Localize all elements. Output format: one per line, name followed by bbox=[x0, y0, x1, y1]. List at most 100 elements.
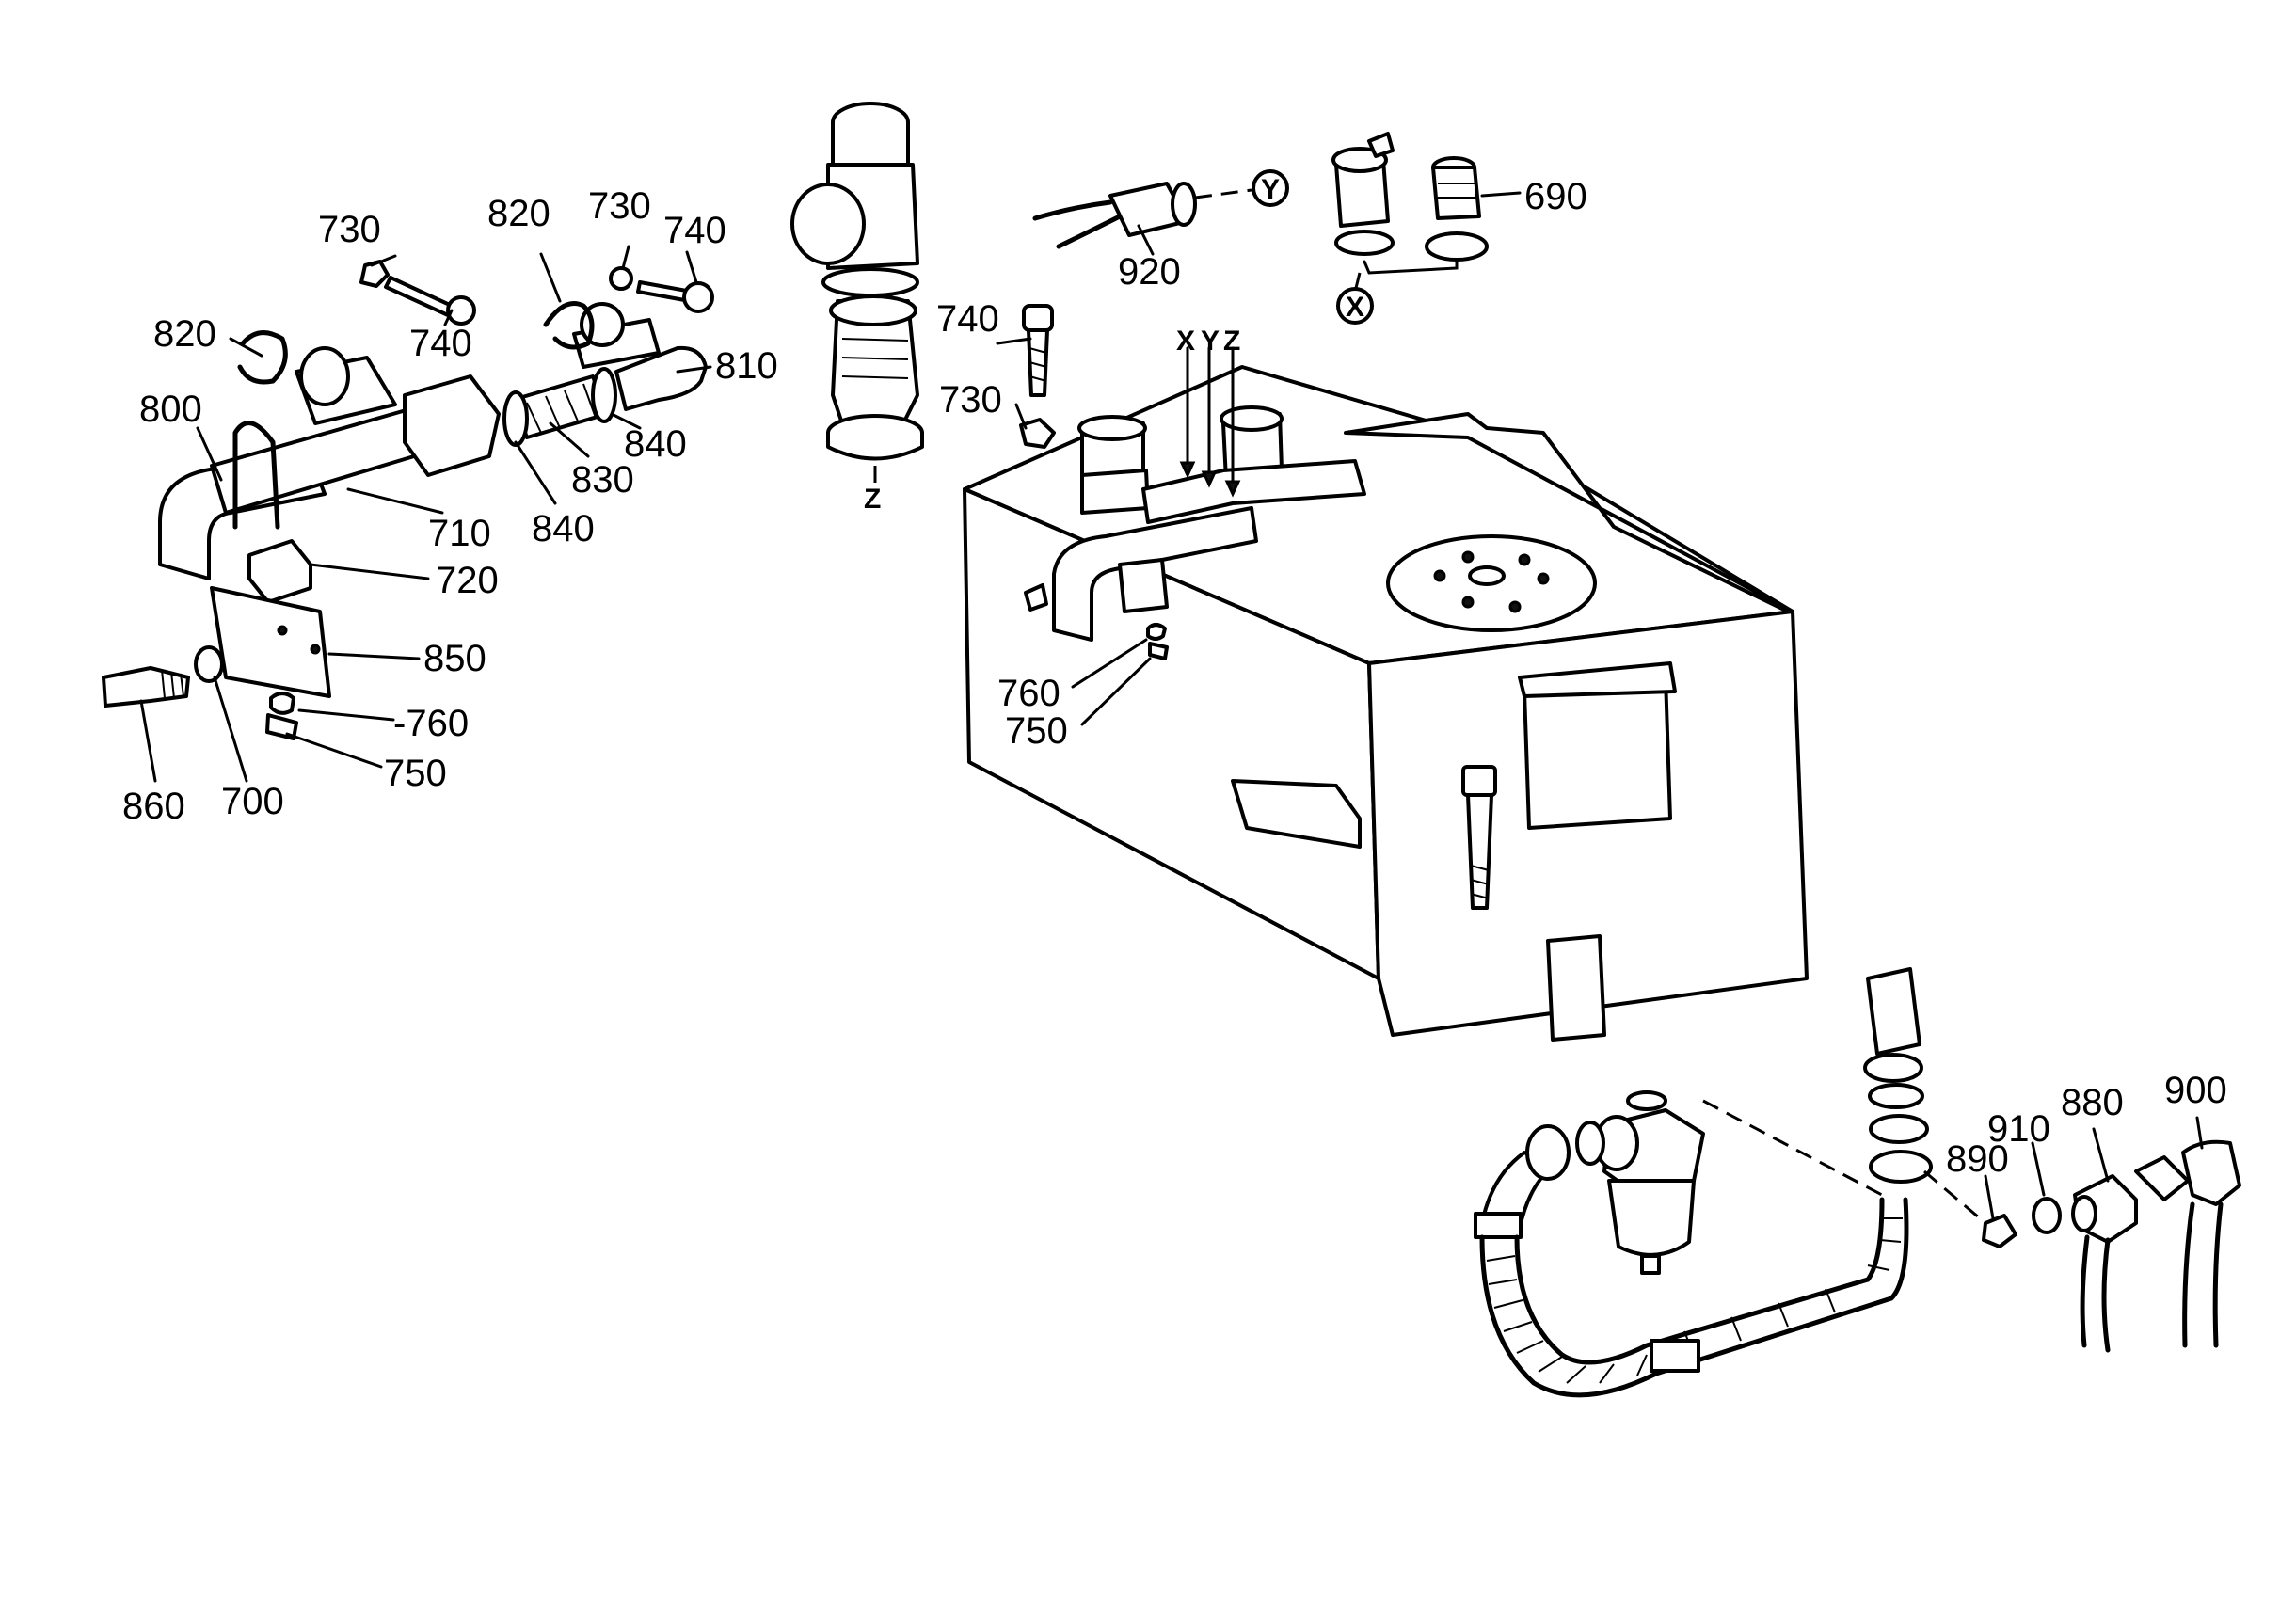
band-clamp-840-b bbox=[591, 367, 617, 423]
label-740-upper: 740 bbox=[663, 210, 726, 251]
filter-o-ring bbox=[1575, 1121, 1605, 1166]
fuel-tank bbox=[963, 346, 1809, 1042]
pipe-nut-4 bbox=[1869, 1150, 1933, 1184]
label-750-tank: 750 bbox=[1005, 710, 1068, 752]
bolt-860 bbox=[102, 666, 190, 708]
label-820-left: 820 bbox=[153, 313, 216, 355]
pipe-nut-3 bbox=[1869, 1114, 1929, 1144]
label-820-upper: 820 bbox=[487, 193, 550, 234]
tank-side-box-lid bbox=[1518, 661, 1677, 698]
label-740-center: 740 bbox=[936, 298, 999, 340]
filter-drain bbox=[1640, 1254, 1661, 1275]
tank-marker-x: X bbox=[1176, 326, 1195, 357]
adapter-690 bbox=[1431, 166, 1481, 220]
hose-900-a bbox=[2182, 1201, 2195, 1348]
label-730-center: 730 bbox=[939, 379, 1002, 421]
flex-hose-outer bbox=[1479, 1197, 1909, 1398]
banjo-880-eye bbox=[2071, 1195, 2097, 1232]
bolt-head-740-upper bbox=[682, 281, 714, 313]
filler-cap-left bbox=[1077, 415, 1147, 441]
nut-730-upper bbox=[609, 266, 633, 291]
label-860: 860 bbox=[122, 786, 185, 827]
valve-gasket bbox=[821, 267, 919, 297]
fittings-690-group bbox=[1331, 132, 1522, 325]
fitting-890 bbox=[1982, 1214, 2017, 1248]
label-760-tank: 760 bbox=[997, 673, 1060, 714]
center-bolt-group bbox=[996, 304, 1056, 449]
washer-700 bbox=[194, 645, 224, 683]
label-720: 720 bbox=[436, 560, 499, 601]
banjo-880-cap bbox=[2134, 1155, 2190, 1201]
tank-drain-post bbox=[1546, 934, 1606, 1042]
label-850: 850 bbox=[423, 638, 486, 679]
valve-base bbox=[826, 431, 924, 461]
nut-750 bbox=[265, 713, 298, 740]
part-number-labels: 690 920 730 730 730 740 740 740 820 820 … bbox=[122, 176, 2227, 1180]
marker-z: Z bbox=[864, 484, 881, 515]
pipe-nut-1 bbox=[1863, 1053, 1923, 1083]
elbow-washer bbox=[1334, 230, 1395, 256]
label-690: 690 bbox=[1524, 176, 1587, 217]
label-890: 890 bbox=[1946, 1138, 2009, 1180]
clip-820-left bbox=[237, 330, 288, 385]
sender-unit-920 bbox=[1032, 169, 1289, 256]
hose-elbow-nut bbox=[1525, 1124, 1571, 1181]
label-910: 910 bbox=[1987, 1108, 2050, 1150]
bolt-head-740-left bbox=[446, 295, 476, 326]
flange-ring bbox=[299, 346, 350, 406]
elbow-900 bbox=[2181, 1139, 2241, 1206]
hose-880-b bbox=[2101, 1237, 2111, 1353]
filler-collar-left bbox=[1080, 469, 1150, 515]
tank-elbow-pipe bbox=[1052, 506, 1258, 642]
label-700: 700 bbox=[221, 781, 284, 822]
tank-front-screw bbox=[1024, 583, 1048, 612]
pipe-nut-2 bbox=[1868, 1083, 1924, 1109]
tank-bolt-head bbox=[1461, 765, 1497, 797]
sender-wire-1 bbox=[1032, 199, 1113, 221]
marker-y-circle bbox=[1252, 169, 1289, 207]
washer-910 bbox=[2032, 1197, 2062, 1234]
tank-side-box bbox=[1523, 676, 1672, 830]
hose-left-ferrule bbox=[1474, 1212, 1523, 1239]
tank-washer-750 bbox=[1148, 642, 1169, 660]
vent-valve-stack bbox=[790, 102, 924, 489]
bolt-head-740-center bbox=[1022, 304, 1054, 332]
elbow-fitting-nipple bbox=[1367, 132, 1395, 158]
label-750-left: 750 bbox=[384, 753, 447, 794]
label-920: 920 bbox=[1118, 251, 1181, 293]
pipe-clamp bbox=[232, 421, 280, 530]
label-800: 800 bbox=[139, 389, 202, 430]
label-760-left: -760 bbox=[393, 703, 469, 744]
label-840-lower: 840 bbox=[532, 508, 595, 549]
fuel-filter-assembly bbox=[1474, 967, 1933, 1398]
hose-clamp-band bbox=[1650, 1339, 1700, 1373]
label-730-left: 730 bbox=[318, 209, 381, 250]
marker-x-circle bbox=[1336, 287, 1374, 325]
washer-760 bbox=[269, 692, 295, 715]
pipe-810 bbox=[614, 345, 708, 411]
valve-side-port bbox=[790, 183, 866, 265]
bolt-740-left bbox=[384, 276, 454, 317]
hose-880-a bbox=[2080, 1234, 2090, 1348]
tank-pipe-clamp bbox=[1118, 558, 1169, 613]
marker-y: Y bbox=[1261, 174, 1280, 205]
flex-hose-inner bbox=[1514, 1197, 1885, 1365]
right-fittings bbox=[1923, 1116, 2241, 1353]
filter-bleed-screw bbox=[1626, 1090, 1667, 1111]
filter-bowl bbox=[1607, 1179, 1696, 1257]
hose-900-b bbox=[2212, 1201, 2224, 1348]
label-810: 810 bbox=[715, 345, 778, 387]
marker-x: X bbox=[1346, 292, 1364, 323]
band-clamp-840-a bbox=[502, 390, 529, 447]
tank-front-bracket bbox=[1231, 779, 1362, 849]
tee-joint bbox=[403, 374, 501, 477]
label-730-upper: 730 bbox=[588, 185, 651, 227]
label-740-left: 740 bbox=[409, 323, 472, 364]
label-710: 710 bbox=[428, 513, 491, 554]
tank-bolt-shank bbox=[1466, 793, 1493, 910]
label-880: 880 bbox=[2061, 1082, 2124, 1123]
tank-nut-760 bbox=[1146, 623, 1167, 641]
nut-730-center bbox=[1019, 418, 1056, 449]
left-leader-lines bbox=[139, 245, 712, 783]
